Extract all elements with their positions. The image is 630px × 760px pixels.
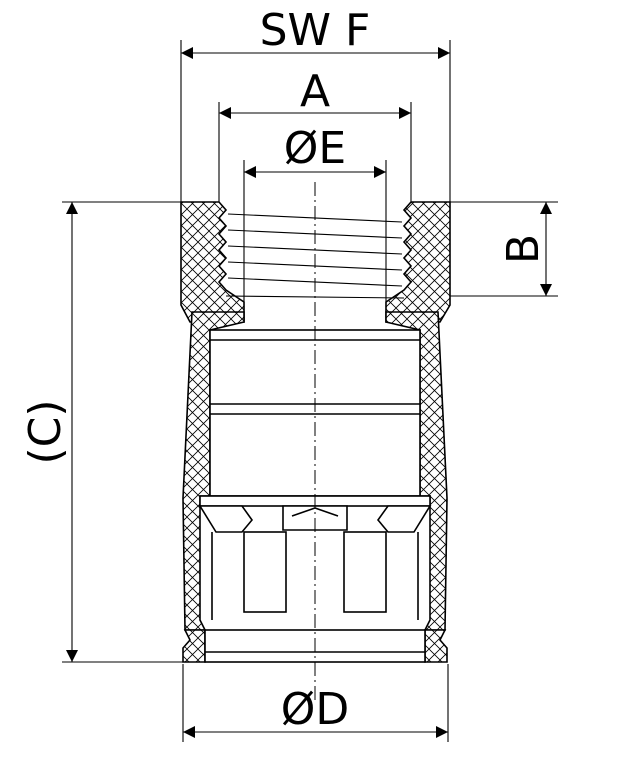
dimension-b: B <box>440 201 558 297</box>
hex-nut-right-section <box>385 201 451 323</box>
dimension-phi-e: ØE <box>243 123 387 320</box>
fitting-cross-section <box>180 182 451 704</box>
dimension-label-c: (C) <box>20 399 71 464</box>
dimension-a: A <box>218 66 412 210</box>
dimension-c: (C) <box>20 201 185 663</box>
dimension-label-phi-e: ØE <box>284 123 346 174</box>
dimension-label-a: A <box>300 66 330 117</box>
dimension-label-b: B <box>498 234 549 264</box>
dimension-sw-f: SW F <box>180 5 451 202</box>
bottom-collar-left <box>182 629 206 663</box>
dimension-label-sw-f: SW F <box>260 5 371 56</box>
bottom-collar-right <box>424 629 448 663</box>
